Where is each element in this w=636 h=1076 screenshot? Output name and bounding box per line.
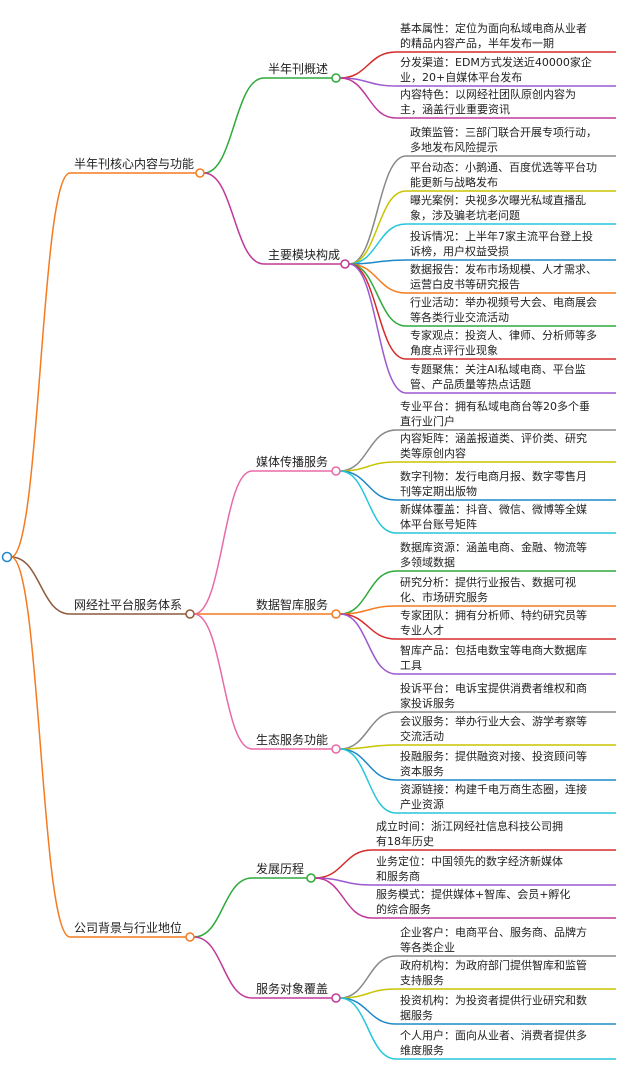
leaf-connector: [339, 470, 397, 534]
topic-node[interactable]: [331, 993, 341, 1003]
leaf-text[interactable]: 个人用户：面向从业者、消费者提供多维度服务: [400, 1028, 587, 1057]
leaf-text[interactable]: 数字刊物：发行电商月报、数字零售月刊等定期出版物: [400, 469, 587, 498]
leaf-text[interactable]: 智库产品：包括电数宝等电商大数据库工具: [400, 643, 587, 672]
leaf-text[interactable]: 会议服务：举办行业大会、游学考察等交流活动: [400, 714, 587, 743]
leaf-connector: [339, 955, 397, 999]
leaf-connector: [348, 190, 407, 265]
leaf-connector: [348, 223, 407, 265]
topic-connector: [193, 613, 253, 750]
leaf-connector: [339, 988, 397, 999]
leaf-text[interactable]: 政策监管：三部门联合开展专项行动，多地发布风险提示: [410, 125, 597, 154]
leaf-text[interactable]: 服务模式：提供媒体+智库、会员+孵化的综合服务: [376, 887, 570, 916]
leaf-connector: [348, 263, 407, 327]
leaf-text[interactable]: 成立时间：浙江网经社信息科技公司拥有18年历史: [376, 819, 563, 848]
leaf-text[interactable]: 企业客户：电商平台、服务商、品牌方等各类企业: [400, 925, 587, 954]
topic-label[interactable]: 媒体传播服务: [256, 454, 328, 469]
leaf-connector: [339, 461, 397, 472]
leaf-connector: [339, 470, 397, 501]
topic-label[interactable]: 主要模块构成: [268, 247, 340, 262]
topic-connector: [203, 77, 265, 174]
branch-label[interactable]: 半年刊核心内容与功能: [74, 156, 194, 171]
branch-node[interactable]: [195, 168, 205, 178]
leaf-text[interactable]: 数据报告：发布市场规模、人才需求、运营白皮书等研究报告: [410, 262, 597, 291]
leaf-text[interactable]: 资源链接：构建千电万商生态圈，连接产业资源: [400, 782, 587, 811]
leaf-text[interactable]: 内容矩阵：涵盖报道类、评价类、研究类等原创内容: [400, 431, 587, 460]
branch-connector: [10, 556, 71, 938]
leaf-connector: [339, 570, 397, 615]
leaf-connector: [339, 997, 397, 1060]
topic-label[interactable]: 发展历程: [256, 861, 304, 876]
topic-node[interactable]: [331, 609, 341, 619]
leaf-text[interactable]: 基本属性：定位为面向私域电商从业者的精品内容产品，半年发布一期: [400, 21, 587, 50]
leaf-connector: [314, 849, 373, 879]
topic-node[interactable]: [340, 259, 350, 269]
leaf-text[interactable]: 专业平台：拥有私域电商台等20多个垂直行业门户: [400, 399, 590, 428]
leaf-text[interactable]: 分发渠道：EDM方式发送近40000家企业，20+自媒体平台发布: [400, 55, 592, 84]
leaf-text[interactable]: 平台动态：小鹅通、百度优选等平台功能更新与战略发布: [410, 160, 597, 189]
leaf-connector: [339, 997, 397, 1025]
topic-node[interactable]: [306, 873, 316, 883]
topic-connector: [193, 936, 253, 999]
leaf-connector: [339, 748, 397, 781]
leaf-text[interactable]: 行业活动：举办视频号大会、电商展会等各类行业交流活动: [410, 295, 597, 324]
branch-node[interactable]: [185, 932, 195, 942]
leaf-text[interactable]: 投诉情况：上半年7家主流平台登上投诉榜，用户权益受损: [410, 229, 593, 258]
leaf-connector: [339, 613, 397, 640]
root-node[interactable]: [1, 551, 13, 563]
leaf-connector: [348, 263, 407, 394]
branch-connector: [10, 556, 71, 615]
topic-node[interactable]: [331, 466, 341, 476]
leaf-text[interactable]: 内容特色：以网经社团队原创内容为主，涵盖行业重要资讯: [400, 87, 576, 116]
leaf-text[interactable]: 曝光案例：央视多次曝光私域直播乱象，涉及骗老坑老问题: [410, 193, 586, 222]
leaf-connector: [314, 877, 373, 919]
topic-label[interactable]: 服务对象覆盖: [256, 981, 328, 996]
branch-connector: [10, 172, 71, 558]
leaf-connector: [339, 711, 397, 750]
topic-node[interactable]: [331, 73, 341, 83]
leaf-text[interactable]: 专家团队：拥有分析师、特约研究员等专业人才: [400, 608, 587, 637]
leaf-text[interactable]: 投融服务：提供融资对接、投资顾问等资本服务: [400, 749, 587, 778]
leaf-connector: [348, 263, 407, 294]
topic-node[interactable]: [331, 744, 341, 754]
leaf-connector: [339, 51, 397, 79]
leaf-text[interactable]: 政府机构：为政府部门提供智库和监管支持服务: [400, 958, 587, 987]
topic-label[interactable]: 半年刊概述: [268, 62, 328, 76]
leaf-connector: [339, 429, 397, 472]
leaf-text[interactable]: 数据库资源：涵盖电商、金融、物流等多领域数据: [400, 540, 587, 569]
leaf-text[interactable]: 专家观点：投资人、律师、分析师等多角度点评行业现象: [410, 328, 597, 357]
topic-label[interactable]: 数据智库服务: [256, 597, 328, 612]
topic-label[interactable]: 生态服务功能: [256, 732, 328, 747]
leaf-text[interactable]: 投诉平台：电诉宝提供消费者维权和商家投诉服务: [400, 681, 587, 710]
leaf-connector: [339, 613, 397, 675]
topic-connector: [193, 470, 253, 615]
topic-connector: [203, 172, 265, 265]
branch-label[interactable]: 公司背景与行业地位: [74, 920, 182, 935]
leaf-text[interactable]: 投资机构：为投资者提供行业研究和数据服务: [400, 993, 587, 1022]
branch-label[interactable]: 网经社平台服务体系: [74, 597, 182, 612]
leaf-connector: [339, 77, 397, 119]
branch-node[interactable]: [185, 609, 195, 619]
leaf-text[interactable]: 研究分析：提供行业报告、数据可视化、市场研究服务: [400, 575, 576, 604]
leaf-text[interactable]: 业务定位：中国领先的数字经济新媒体和服务商: [376, 854, 563, 883]
leaf-connector: [348, 155, 407, 265]
leaf-text[interactable]: 新媒体覆盖：抖音、微信、微博等全媒体平台账号矩阵: [400, 502, 587, 531]
leaf-connector: [339, 748, 397, 814]
topic-connector: [193, 877, 253, 938]
leaf-text[interactable]: 专题聚焦：关注AI私域电商、平台监管、产品质量等热点话题: [410, 362, 586, 391]
